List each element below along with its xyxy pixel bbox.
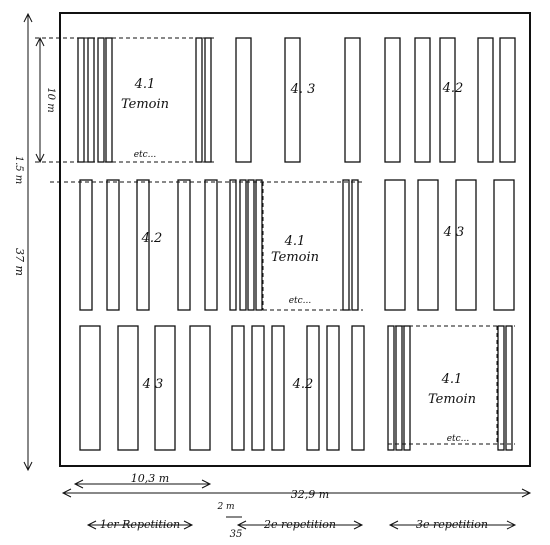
strip-r1-thin-right-1 (204, 37, 212, 163)
strip-r3-c2-5 (351, 325, 365, 451)
strip-r1-c3-4 (499, 37, 516, 163)
strip-r3-c2-3 (306, 325, 320, 451)
strip-r3-thin-2 (403, 325, 411, 451)
strip-r2-thin-1 (239, 179, 247, 311)
strip-r1-c3-3 (477, 37, 494, 163)
strip-r2-c1-3 (177, 179, 191, 311)
strip-r2-c3-3 (493, 179, 515, 311)
plot-note-p33: etc... (447, 434, 470, 444)
plot-code-p13: 4.2 (442, 81, 464, 96)
strip-r3-thin-0 (387, 325, 395, 451)
strip-r1-thin-3 (105, 37, 113, 163)
dimension-lines (23, 12, 532, 530)
strip-r2-c1-1 (106, 179, 120, 311)
strip-r3-c1-0 (79, 325, 101, 451)
strip-r1-c2-1 (284, 37, 301, 163)
strip-r1-c2-0 (235, 37, 252, 163)
strip-r2-thin-right-0 (342, 179, 350, 311)
plot-code-p11: 4.1 (134, 77, 156, 92)
plot-note-p11: etc... (134, 150, 157, 160)
total-height-label: 37 m (13, 248, 26, 276)
repetition-2-label: 2e repetition (263, 518, 336, 531)
plot-label-p33: Temoin (428, 392, 476, 407)
strip-r1-c2-2 (344, 37, 361, 163)
strip-r1-thin-2 (97, 37, 105, 163)
strip-r1-c3-1 (414, 37, 431, 163)
plot-note-p22: etc... (289, 296, 312, 306)
scale-label: 35 (230, 529, 243, 540)
plot-height-label: 10 m (45, 87, 56, 112)
strip-r1-thin-0 (77, 37, 85, 163)
strip-r3-thin-1 (395, 325, 403, 451)
strip-r2-c3-1 (417, 179, 439, 311)
plot-code-p33: 4.1 (441, 372, 463, 387)
strip-r3-c2-4 (326, 325, 340, 451)
plot-label-p11: Temoin (121, 97, 169, 112)
plot-code-p22: 4.1 (284, 234, 306, 249)
strip-r3-c2-0 (231, 325, 245, 451)
strip-r3-c1-3 (189, 325, 211, 451)
strip-r2-thin-3 (255, 179, 263, 311)
strip-r3-c2-2 (271, 325, 285, 451)
strip-r2-thin-0 (229, 179, 237, 311)
plot-strips (77, 37, 516, 451)
repetition-3-label: 3e repetition (416, 518, 488, 531)
strip-r3-c2-1 (251, 325, 265, 451)
strip-r1-c3-2 (439, 37, 456, 163)
strip-r3-thin-right-0 (497, 325, 505, 451)
strip-r2-c1-4 (204, 179, 218, 311)
strip-r1-thin-right-0 (195, 37, 203, 163)
strip-r2-c1-2 (136, 179, 150, 311)
strip-r2-thin-2 (247, 179, 255, 311)
plot-code-p31: 4 3 (142, 377, 164, 392)
strip-r3-thin-right-1 (505, 325, 513, 451)
strip-r1-c3-0 (384, 37, 401, 163)
col-gap-label: 2 m (216, 502, 234, 512)
field-boundary (59, 12, 531, 467)
strip-r2-c3-2 (455, 179, 477, 311)
total-width-label: 32,9 m (291, 488, 329, 501)
plot-code-p23: 4 3 (443, 225, 465, 240)
strip-r2-thin-right-1 (351, 179, 359, 311)
strip-r3-c1-1 (117, 325, 139, 451)
plot-label-p22: Temoin (271, 250, 319, 265)
strip-r2-c3-0 (384, 179, 406, 311)
repetition-1-label: 1er Repetition (100, 518, 180, 531)
plot-code-p12: 4. 3 (290, 82, 316, 97)
plot-width-label: 10,3 m (131, 472, 169, 485)
witness-outlines (35, 37, 515, 445)
row-gap-label: 1.5 m (13, 156, 24, 185)
strip-r3-c1-2 (154, 325, 176, 451)
plot-code-p21: 4.2 (141, 231, 163, 246)
plot-code-p32: 4.2 (292, 377, 314, 392)
strip-r1-thin-1 (87, 37, 95, 163)
strip-r2-c1-0 (79, 179, 93, 311)
